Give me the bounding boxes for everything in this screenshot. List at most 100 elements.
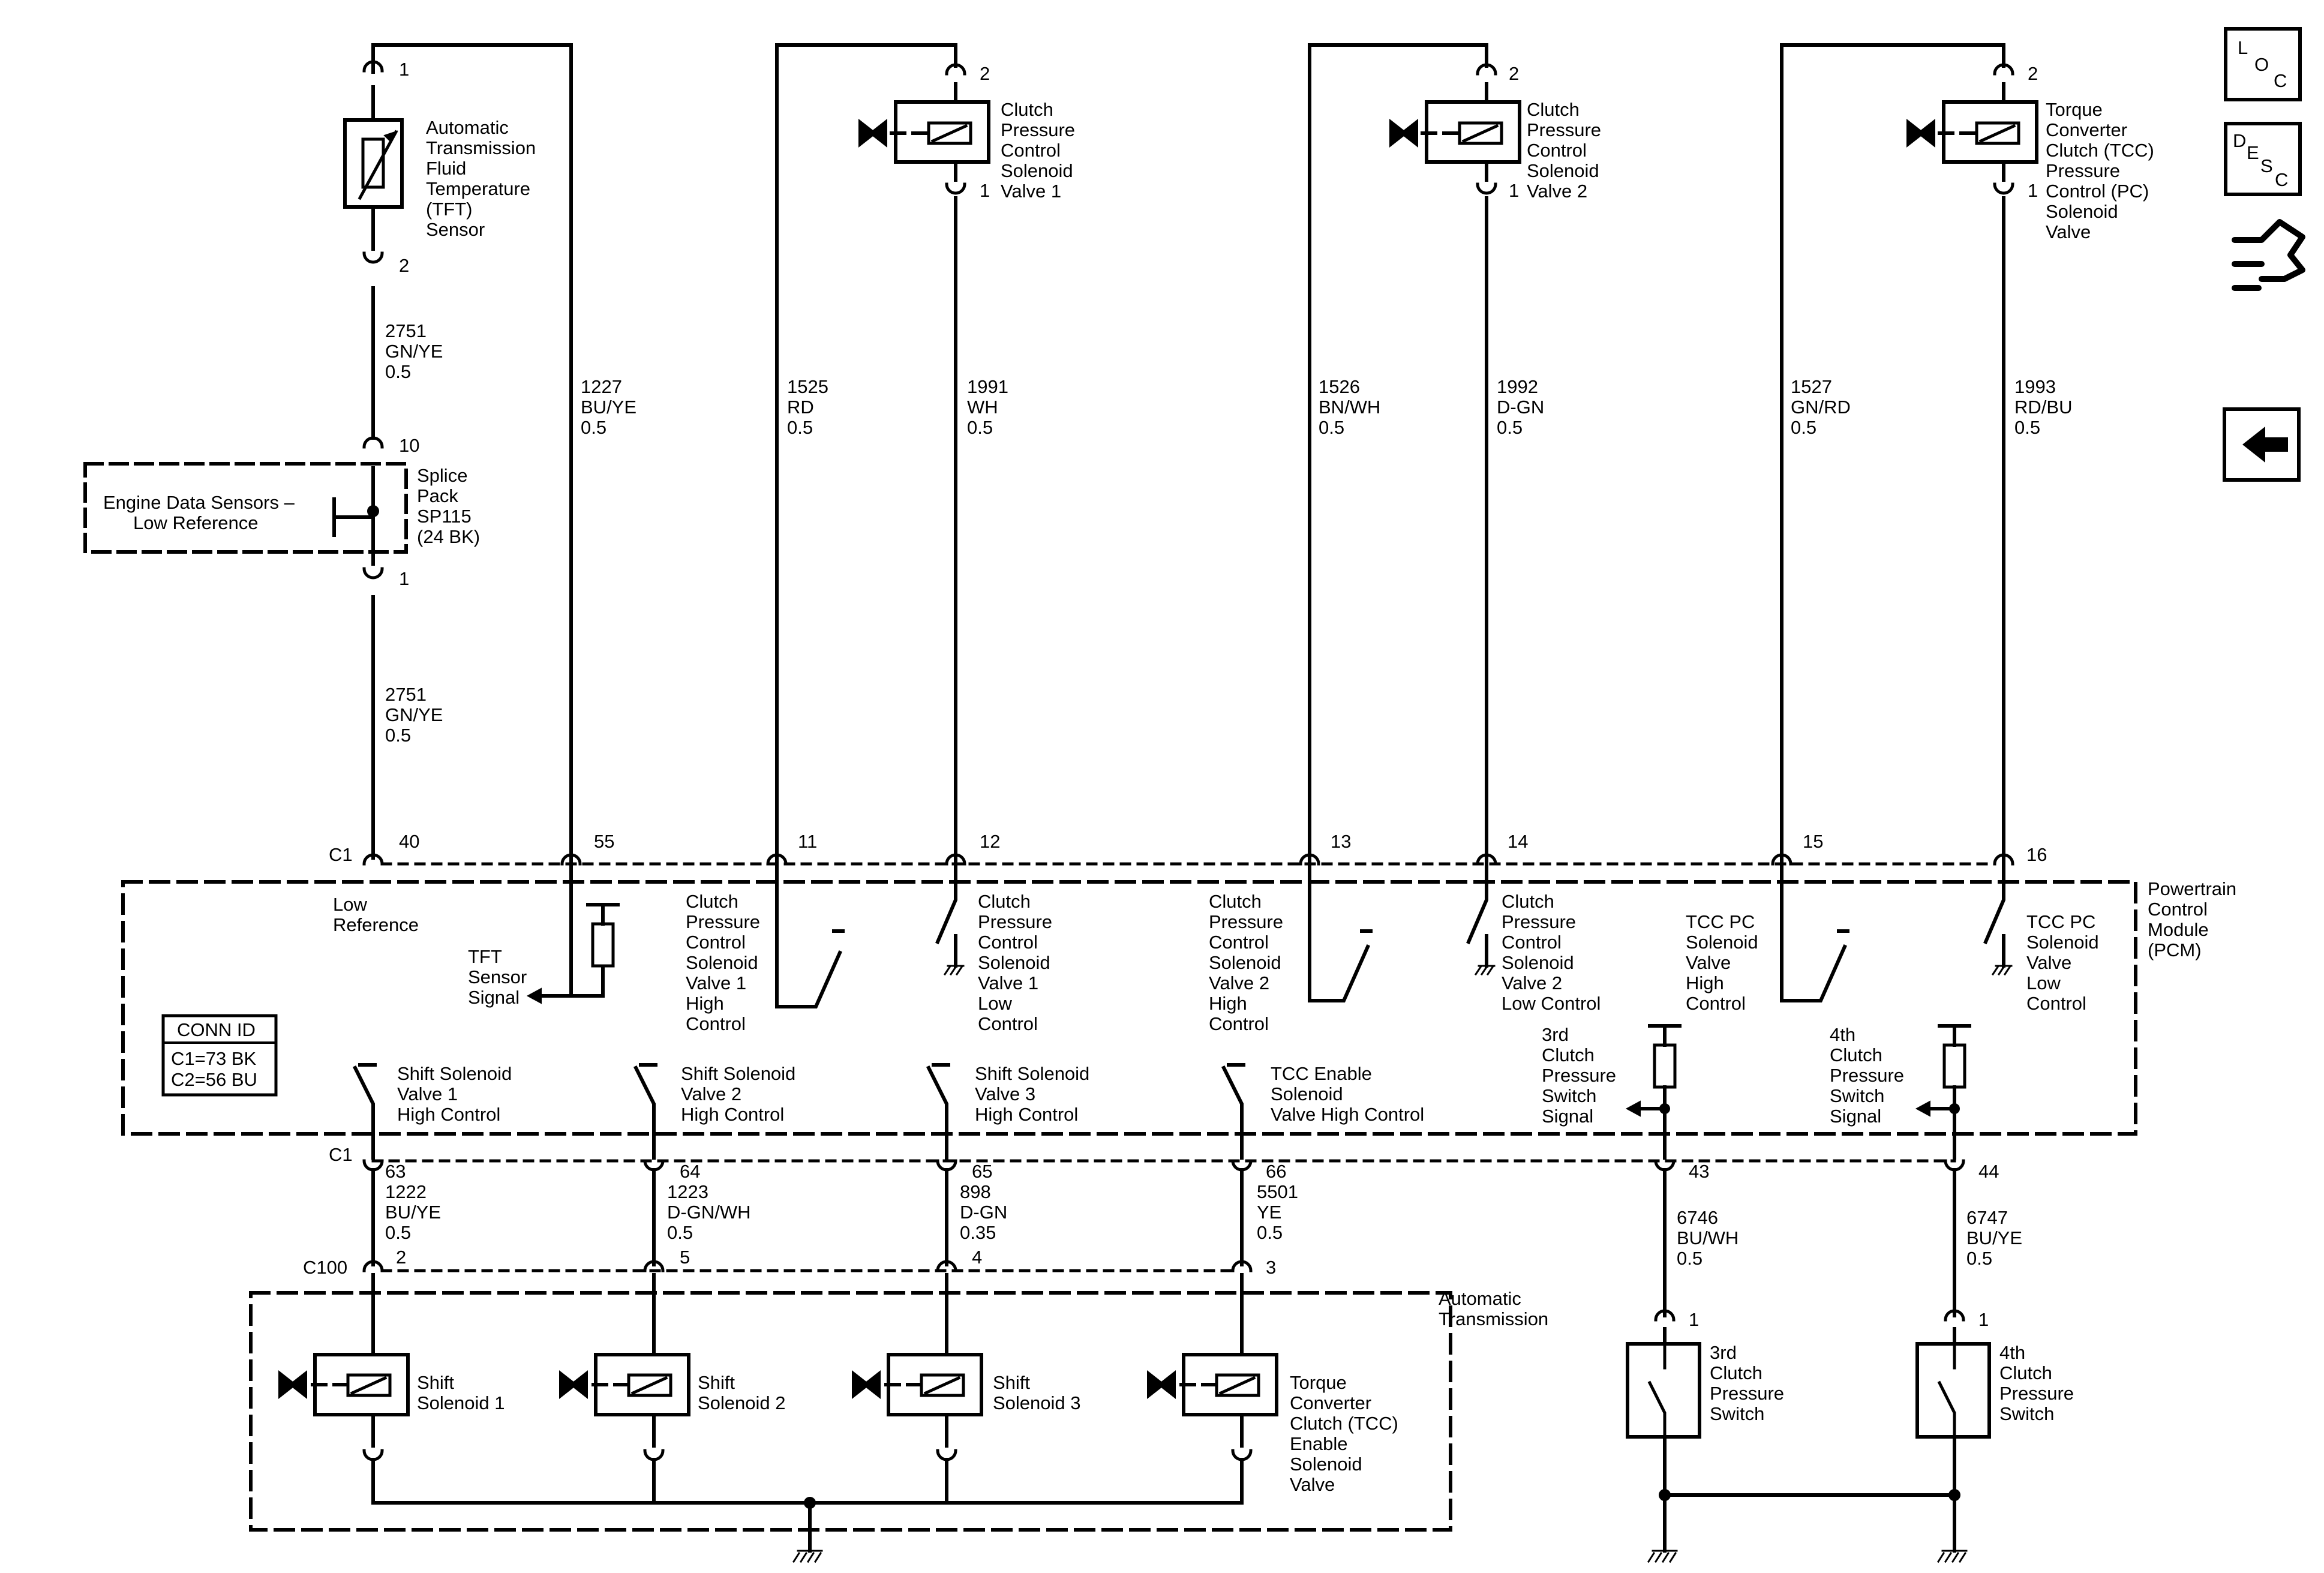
ss1-high-label: Shift Solenoid Valve 1 High Control: [397, 1063, 517, 1125]
shift3-label: Shift Solenoid 3: [993, 1372, 1081, 1413]
wire-2751-lower: 2751 GN/YE 0.5: [385, 684, 448, 746]
sw3-label: 3rd Clutch Pressure Switch: [1710, 1342, 1789, 1424]
sw3-signal-label: 3rd Clutch Pressure Switch Signal: [1542, 1024, 1622, 1127]
pcm-internals: [352, 856, 2013, 1160]
labels: Automatic Transmission Fluid Temperature…: [103, 59, 2242, 1495]
splice-pack: [83, 462, 408, 554]
wire-1991: 1991 WH 0.5: [967, 376, 1014, 438]
splice-label: Splice Pack SP115 (24 BK): [417, 465, 480, 547]
pin-sw4: 1: [1978, 1309, 1989, 1330]
pin-tft-top: 1: [399, 59, 409, 80]
sw4-signal-label: 4th Clutch Pressure Switch Signal: [1830, 1024, 1909, 1127]
wire-1526: 1526 BN/WH 0.5: [1319, 376, 1386, 438]
back-button[interactable]: [2223, 407, 2301, 482]
tft-sensor: [343, 103, 404, 233]
wire-898: 65 898 D-GN 0.35: [960, 1161, 1013, 1243]
connector-end-view-icon[interactable]: [2232, 219, 2305, 291]
pin-c1-13: 13: [1331, 831, 1351, 852]
pin-splice-top: 10: [399, 435, 419, 456]
pin-cpc2-bot: 1: [1509, 180, 1519, 201]
cpc1-solenoid: [858, 82, 990, 182]
cpc2-label: Clutch Pressure Control Solenoid Valve 2: [1527, 99, 1607, 202]
c100-label: C100: [303, 1257, 347, 1278]
pin-c100-5: 5: [680, 1247, 690, 1268]
pin-tccpc-bot: 1: [2028, 180, 2038, 201]
cpc1-high-label: Clutch Pressure Control Solenoid Valve 1…: [686, 891, 765, 1034]
c1-label-top: C1: [329, 844, 353, 865]
wire-1223: 64 1223 D-GN/WH 0.5: [667, 1161, 756, 1243]
tft-sensor-label: Automatic Transmission Fluid Temperature…: [426, 117, 541, 240]
cpc1-label: Clutch Pressure Control Solenoid Valve 1: [1001, 99, 1080, 202]
c100-terminals: [362, 1260, 1253, 1272]
wire-1993: 1993 RD/BU 0.5: [2014, 376, 2077, 438]
pin-c1-40: 40: [399, 831, 419, 852]
shift-solenoids: [278, 1273, 1278, 1563]
pin-c100-2: 2: [396, 1247, 406, 1268]
auto-trans-label: Automatic Transmission: [1439, 1288, 1548, 1329]
left-arrow-icon: [2242, 427, 2288, 463]
wire-1527: 1527 GN/RD 0.5: [1791, 376, 1856, 438]
c1-label-bottom: C1: [329, 1144, 353, 1165]
cpc2-high-label: Clutch Pressure Control Solenoid Valve 2…: [1209, 891, 1289, 1034]
bottom-wires: [371, 1168, 1956, 1317]
top-terminals: [362, 60, 2014, 866]
pin-c1-16: 16: [2026, 844, 2047, 865]
pin-c1-44: 44: [1978, 1161, 1999, 1182]
conn-id-title: CONN ID: [177, 1019, 256, 1040]
low-ref-label: Low Reference: [333, 894, 419, 935]
conn-id-c1: C1=73 BK: [171, 1048, 257, 1069]
pin-c1-12: 12: [980, 831, 1000, 852]
ss2-high-label: Shift Solenoid Valve 2 High Control: [681, 1063, 801, 1125]
tccpc-low-label: TCC PC Solenoid Valve Low Control: [2026, 911, 2104, 1014]
pin-sw3: 1: [1689, 1309, 1699, 1330]
pin-c1-55: 55: [594, 831, 614, 852]
wire-1525: 1525 RD 0.5: [787, 376, 834, 438]
loc-l: L: [2238, 37, 2248, 58]
top-wires: [371, 43, 2005, 860]
tcc-enable-high-label: TCC Enable Solenoid Valve High Control: [1271, 1063, 1424, 1125]
conn-id-c2: C2=56 BU: [171, 1069, 257, 1090]
desc-d: D: [2233, 130, 2246, 151]
pin-c1-14: 14: [1508, 831, 1528, 852]
pin-cpc1-bot: 1: [980, 180, 990, 201]
sw4-label: 4th Clutch Pressure Switch: [1999, 1342, 2079, 1424]
pin-cpc1-top: 2: [980, 63, 990, 84]
desc-e: E: [2247, 142, 2259, 163]
desc-c: C: [2275, 169, 2288, 190]
pin-splice-bot: 1: [399, 568, 409, 589]
loc-c: C: [2274, 70, 2287, 91]
pcm-box: [121, 880, 2137, 1136]
desc-s: S: [2260, 155, 2273, 176]
pin-c1-43: 43: [1689, 1161, 1709, 1182]
engine-data-label: Engine Data Sensors – Low Reference: [103, 492, 299, 533]
tccpc-high-label: TCC PC Solenoid Valve High Control: [1686, 911, 1763, 1014]
loc-button[interactable]: L O C: [2224, 27, 2302, 101]
pin-c100-3: 3: [1266, 1257, 1276, 1278]
tcc-enable-label: Torque Converter Clutch (TCC) Enable Sol…: [1290, 1372, 1403, 1495]
pcm-label: Powertrain Control Module (PCM): [2148, 878, 2242, 960]
wire-1222: 63 1222 BU/YE 0.5: [385, 1161, 446, 1243]
wire-6746: 6746 BU/WH 0.5: [1677, 1207, 1744, 1269]
cpc2-low-label: Clutch Pressure Control Solenoid Valve 2…: [1502, 891, 1601, 1014]
wire-5501: 66 5501 YE 0.5: [1257, 1161, 1304, 1243]
tft-signal-label: TFT Sensor Signal: [468, 946, 532, 1008]
shift2-label: Shift Solenoid 2: [698, 1372, 786, 1413]
pin-tft-bot: 2: [399, 255, 409, 276]
cpc1-low-label: Clutch Pressure Control Solenoid Valve 1…: [978, 891, 1058, 1034]
pin-c1-11: 11: [798, 831, 817, 852]
pin-c1-15: 15: [1803, 831, 1823, 852]
shift1-label: Shift Solenoid 1: [417, 1372, 505, 1413]
pin-tccpc-top: 2: [2028, 63, 2038, 84]
pin-cpc2-top: 2: [1509, 63, 1519, 84]
wire-1992: 1992 D-GN 0.5: [1497, 376, 1550, 438]
conn-id-box: [161, 1014, 278, 1097]
tccpc-label: Torque Converter Clutch (TCC) Pressure C…: [2046, 99, 2159, 242]
desc-button[interactable]: D E S C: [2224, 122, 2302, 196]
cpc2-solenoid: [1389, 82, 1521, 182]
wire-6747: 6747 BU/YE 0.5: [1966, 1207, 2028, 1269]
ss3-high-label: Shift Solenoid Valve 3 High Control: [975, 1063, 1095, 1125]
pin-c100-4: 4: [972, 1247, 982, 1268]
loc-o: O: [2254, 54, 2269, 75]
tccpc-solenoid: [1906, 82, 2038, 182]
